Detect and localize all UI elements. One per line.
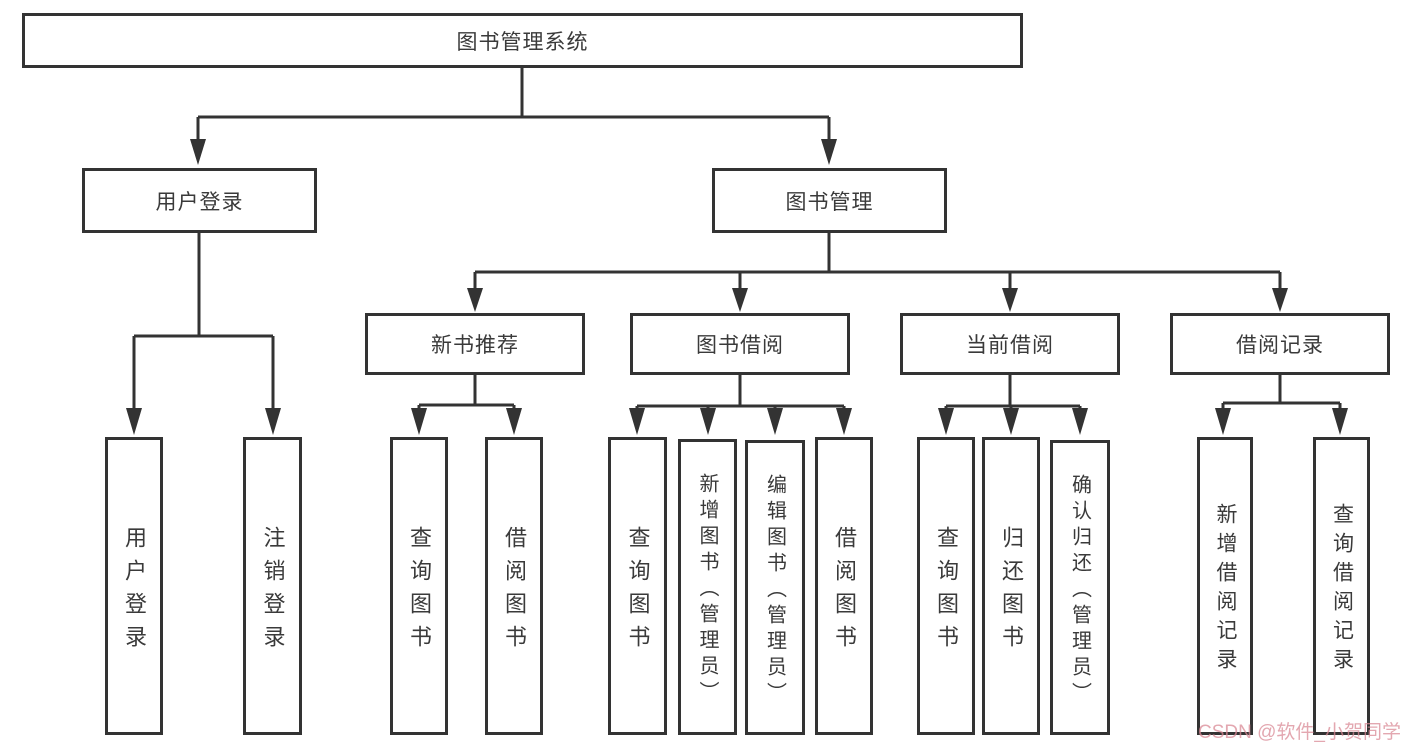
node-current-borrow: 当前借阅	[900, 313, 1120, 375]
leaf-add-book-admin: 新增图书（管理员）	[678, 439, 737, 735]
leaf-current-query-book-label: 查询图书	[934, 525, 959, 658]
leaf-borrow-borrow-book: 借阅图书	[815, 437, 873, 735]
node-new-book-recommend: 新书推荐	[365, 313, 585, 375]
node-book-management-label: 图书管理	[785, 190, 874, 214]
node-book-management: 图书管理	[712, 168, 947, 233]
leaf-borrow-borrow-book-label: 借阅图书	[832, 525, 857, 658]
leaf-user-login: 用户登录	[105, 437, 163, 735]
leaf-add-book-admin-label: 新增图书（管理员）	[696, 473, 718, 707]
leaf-borrow-query-book: 查询图书	[608, 437, 667, 735]
leaf-user-login-label: 用户登录	[122, 525, 147, 658]
node-current-borrow-label: 当前借阅	[966, 334, 1054, 357]
leaf-recommend-borrow-book: 借阅图书	[485, 437, 543, 735]
node-user-login-label: 用户登录	[155, 190, 244, 214]
leaf-recommend-query-book: 查询图书	[390, 437, 448, 735]
node-book-borrow: 图书借阅	[630, 313, 850, 375]
leaf-edit-book-admin: 编辑图书（管理员）	[745, 440, 805, 735]
node-user-login: 用户登录	[82, 168, 317, 233]
leaf-add-borrow-record: 新增借阅记录	[1197, 437, 1253, 735]
leaf-confirm-return-admin-label: 确认归还（管理员）	[1068, 473, 1091, 708]
leaf-logout: 注销登录	[243, 437, 302, 735]
node-borrow-records-label: 借阅记录	[1236, 334, 1324, 357]
node-system-root-label: 图书管理系统	[456, 30, 589, 54]
leaf-confirm-return-admin: 确认归还（管理员）	[1050, 440, 1110, 735]
leaf-current-query-book: 查询图书	[917, 437, 975, 735]
leaf-return-book-label: 归还图书	[999, 525, 1024, 658]
node-book-borrow-label: 图书借阅	[696, 334, 784, 357]
leaf-recommend-query-book-label: 查询图书	[407, 525, 432, 658]
leaf-query-borrow-record-label: 查询借阅记录	[1330, 503, 1354, 677]
leaf-logout-label: 注销登录	[260, 525, 286, 658]
leaf-return-book: 归还图书	[982, 437, 1040, 735]
node-borrow-records: 借阅记录	[1170, 313, 1390, 375]
leaf-borrow-query-book-label: 查询图书	[625, 525, 651, 658]
watermark-text: CSDN @软件_小贺同学	[1198, 722, 1401, 743]
node-system-root: 图书管理系统	[22, 13, 1023, 68]
node-new-book-recommend-label: 新书推荐	[431, 334, 519, 357]
leaf-query-borrow-record: 查询借阅记录	[1313, 437, 1370, 735]
leaf-add-borrow-record-label: 新增借阅记录	[1214, 503, 1237, 677]
leaf-recommend-borrow-book-label: 借阅图书	[502, 525, 527, 658]
arrowheads	[126, 139, 1348, 435]
leaf-edit-book-admin-label: 编辑图书（管理员）	[763, 473, 786, 708]
